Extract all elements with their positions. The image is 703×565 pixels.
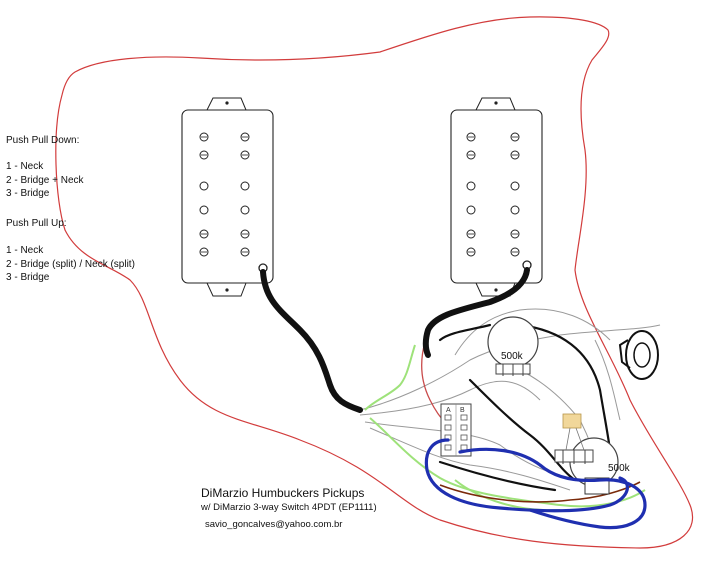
legend-up-items: 1 - Neck 2 - Bridge (split) / Neck (spli… xyxy=(6,244,135,285)
neck-pole-piece xyxy=(199,181,209,191)
bridge-pickup xyxy=(450,97,543,297)
legend-down-heading: Push Pull Down: xyxy=(6,135,80,146)
bridge-pickup-cable xyxy=(422,267,530,358)
bridge-pole-piece xyxy=(510,205,520,215)
tone-pot-label: 500k xyxy=(608,463,631,474)
neck-pole-piece xyxy=(240,205,250,215)
jack-inner xyxy=(633,342,651,368)
bridge-pole-piece xyxy=(466,181,476,191)
black-cables xyxy=(260,267,614,492)
green-wire-1 xyxy=(364,344,416,411)
capacitor-leads xyxy=(565,427,585,451)
tone-pot-lug-ticks xyxy=(562,450,586,464)
bridge-pickup-body xyxy=(450,109,543,284)
credit-email: savio_goncalves@yahoo.com.br xyxy=(205,519,343,530)
three-way-switch: A B xyxy=(440,403,472,457)
switch-lug xyxy=(460,444,468,451)
tone-pot: 500k xyxy=(554,437,631,495)
switch-lug xyxy=(444,444,452,451)
capacitor-body xyxy=(562,413,582,429)
volume-pot: 500k xyxy=(487,316,539,376)
grey-wire-4 xyxy=(364,421,561,476)
neck-pickup-cable xyxy=(260,269,363,413)
switch-lug xyxy=(460,434,468,441)
neck-pickup-body xyxy=(181,109,274,284)
bridge-pole-piece xyxy=(510,181,520,191)
bridge-pole-piece xyxy=(466,205,476,215)
volume-pot-label: 500k xyxy=(501,351,524,362)
tone-capacitor xyxy=(562,413,585,451)
blue-wires xyxy=(424,438,647,530)
switch-lug xyxy=(444,414,452,421)
bridge-pickup-screw-bottom xyxy=(494,288,498,292)
switch-lug xyxy=(460,414,468,421)
output-jack xyxy=(618,330,659,380)
legend-push-pull-down: Push Pull Down: xyxy=(6,134,79,148)
blue-wire-2 xyxy=(458,447,647,530)
black-lead-1 xyxy=(438,323,492,342)
neck-pickup-screw-bottom xyxy=(225,288,229,292)
legend-up-item-2: 2 - Bridge (split) / Neck (split) xyxy=(6,258,135,270)
neck-pole-piece xyxy=(240,181,250,191)
grey-wire-5 xyxy=(369,427,571,491)
grey-wire-2 xyxy=(359,380,541,416)
blue-wire-1 xyxy=(424,438,629,513)
black-lead-4 xyxy=(438,460,557,492)
bridge-pickup-screw-top xyxy=(494,101,498,105)
brown-wire xyxy=(439,481,641,503)
neck-pickup-screw-top xyxy=(225,101,229,105)
jack-lug xyxy=(618,339,631,369)
credit-subtitle: w/ DiMarzio 3-way Switch 4PDT (EP1111) xyxy=(201,502,377,513)
legend-up-heading: Push Pull Up: xyxy=(6,218,67,229)
legend-down-items: 1 - Neck 2 - Bridge + Neck 3 - Bridge xyxy=(6,160,84,201)
legend-down-item-1: 1 - Neck xyxy=(6,161,44,172)
switch-lug xyxy=(444,424,452,431)
credit-title: DiMarzio Humbuckers Pickups xyxy=(201,486,365,500)
pickguard-outline xyxy=(55,16,694,549)
neck-pole-piece xyxy=(199,205,209,215)
legend-down-item-3: 3 - Bridge xyxy=(6,188,50,199)
neck-pickup xyxy=(181,97,274,297)
legend-down-item-2: 2 - Bridge + Neck xyxy=(6,174,84,186)
volume-pot-lug-ticks xyxy=(502,364,524,376)
legend-up-item-1: 1 - Neck xyxy=(6,245,44,256)
switch-label-a: A xyxy=(446,407,451,414)
switch-label-b: B xyxy=(460,407,465,414)
grey-wire-3 xyxy=(454,308,611,356)
green-wire-3 xyxy=(454,479,561,512)
legend-push-pull-up: Push Pull Up: xyxy=(6,217,67,231)
legend-up-item-3: 3 - Bridge xyxy=(6,272,50,283)
switch-lug xyxy=(460,424,468,431)
black-lead-3 xyxy=(468,378,577,482)
grey-wire-7 xyxy=(594,339,621,421)
